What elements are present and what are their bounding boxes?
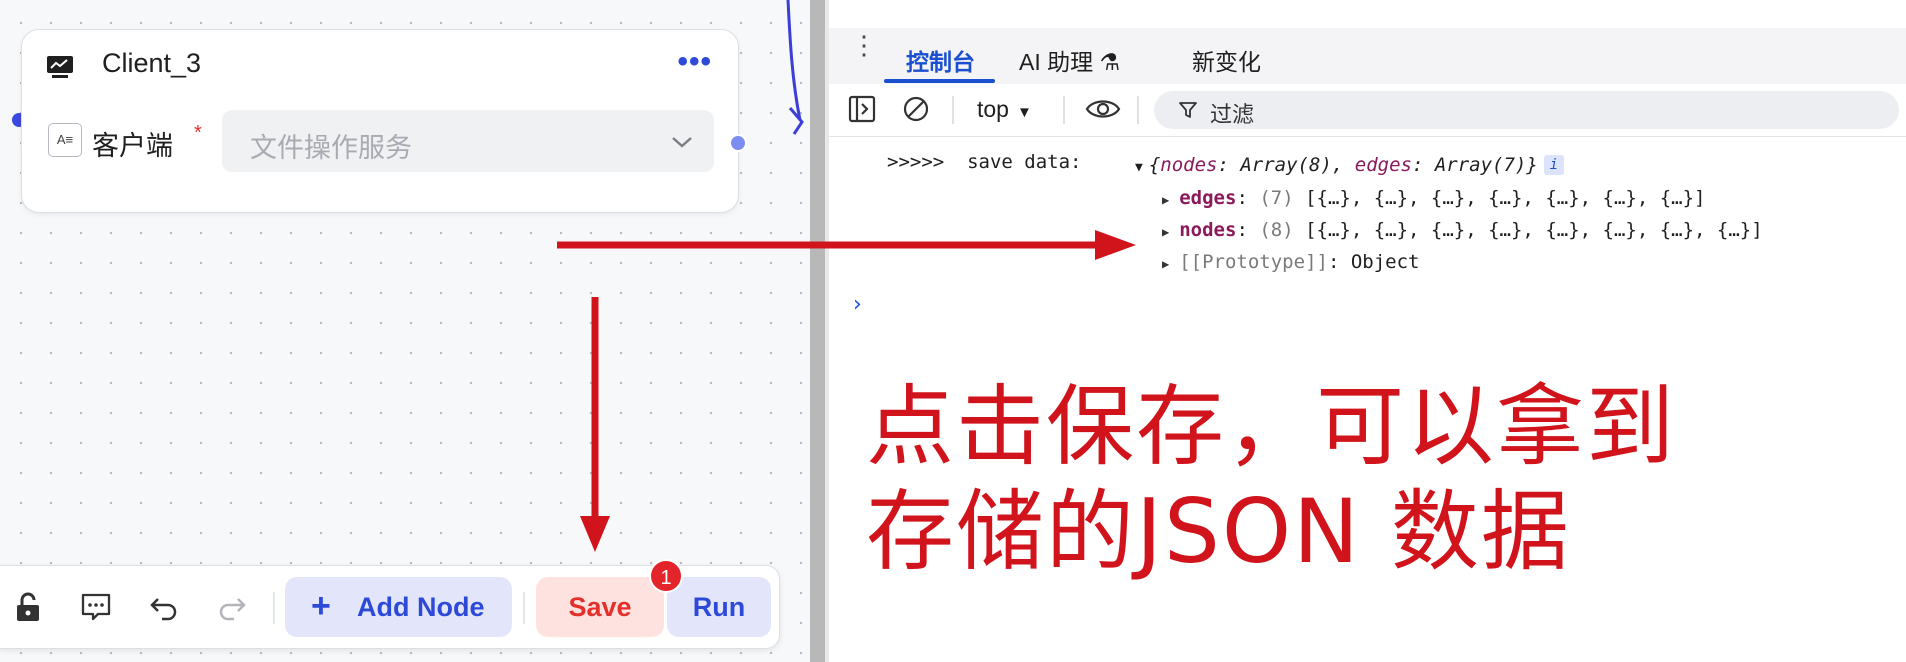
brace: { xyxy=(1148,154,1161,176)
property-count: (8) xyxy=(1259,219,1294,241)
required-indicator: * xyxy=(194,122,202,144)
filter-input[interactable]: 过滤 xyxy=(1154,91,1899,129)
connection-edge xyxy=(786,0,804,135)
summary-value: : Array(8), xyxy=(1217,154,1355,176)
flow-canvas[interactable]: Client_3 ••• A≡ 客户端 * 文件操作服务 xyxy=(0,0,810,662)
sidebar-toggle-icon[interactable] xyxy=(847,94,877,124)
devtools-top-strip xyxy=(829,0,1906,29)
panel-splitter-edge xyxy=(825,0,829,662)
prototype-key: [[Prototype]] xyxy=(1179,251,1328,273)
toolbar-divider xyxy=(1137,96,1139,124)
devtools-tabbar: ⋮ 控制台 AI 助理 ⚗ 新变化 xyxy=(829,28,1906,84)
filter-placeholder: 过滤 xyxy=(1210,102,1255,127)
property-value: Object xyxy=(1350,251,1420,273)
object-property-row[interactable]: ▶nodes: (8) [{…}, {…}, {…}, {…}, {…}, {…… xyxy=(1162,219,1763,241)
expand-triangle-icon: ▶ xyxy=(1162,257,1170,271)
redo-icon[interactable] xyxy=(216,591,248,623)
summary-key: edges xyxy=(1354,154,1412,176)
tab-ai-assistant[interactable]: AI 助理 ⚗ xyxy=(1019,49,1121,75)
toolbar-divider xyxy=(273,592,275,624)
summary-key: nodes xyxy=(1160,154,1218,176)
console-toolbar: top ▼ 过滤 xyxy=(829,84,1906,137)
client-field-label: 客户端 xyxy=(92,131,173,161)
log-message-prefix: >>>>> save data: xyxy=(887,151,1082,173)
service-select[interactable]: 文件操作服务 xyxy=(222,110,714,172)
add-node-label: Add Node xyxy=(357,592,485,622)
toolbar-divider xyxy=(523,592,525,624)
property-key: edges xyxy=(1179,187,1237,209)
expand-triangle-icon: ▶ xyxy=(1162,193,1170,207)
expand-caret-icon: ▼ xyxy=(1135,160,1143,175)
active-tab-indicator xyxy=(884,79,995,83)
toolbar-divider xyxy=(952,96,954,124)
monitor-chart-icon xyxy=(47,56,73,78)
node-title: Client_3 xyxy=(102,48,202,78)
panel-splitter[interactable] xyxy=(810,0,825,662)
unlock-icon[interactable] xyxy=(12,591,44,623)
tab-changes[interactable]: 新变化 xyxy=(1192,49,1261,75)
console-output: >>>>> save data: ▼{nodes: Array(8), edge… xyxy=(829,137,1906,662)
object-property-row[interactable]: ▶edges: (7) [{…}, {…}, {…}, {…}, {…}, {…… xyxy=(1162,187,1706,209)
run-button[interactable]: Run xyxy=(667,577,771,637)
property-count: (7) xyxy=(1259,187,1294,209)
console-prompt-icon[interactable]: › xyxy=(853,292,862,317)
object-property-row[interactable]: ▶[[Prototype]]: Object xyxy=(1162,251,1420,273)
plus-icon: + xyxy=(311,587,331,625)
info-icon[interactable]: i xyxy=(1543,155,1564,175)
expand-triangle-icon: ▶ xyxy=(1162,225,1170,239)
select-placeholder: 文件操作服务 xyxy=(250,133,412,163)
property-value: [{…}, {…}, {…}, {…}, {…}, {…}, {…}, {…}] xyxy=(1293,219,1763,241)
tab-console[interactable]: 控制台 xyxy=(906,49,975,75)
node-output-handle[interactable] xyxy=(729,134,747,152)
property-key: nodes xyxy=(1179,219,1237,241)
devtools-panel: ⋮ 控制台 AI 助理 ⚗ 新变化 top ▼ 过滤 xyxy=(829,0,1906,662)
clear-console-icon[interactable] xyxy=(901,94,931,124)
summary-value: : Array(7)} xyxy=(1411,154,1538,176)
dropdown-caret-icon: ▼ xyxy=(1016,104,1032,121)
object-summary[interactable]: ▼ {nodes: Array(8), edges: Array(7)}i xyxy=(1135,154,1564,176)
text-field-icon: A≡ xyxy=(48,123,82,157)
undo-icon[interactable] xyxy=(148,591,180,623)
filter-icon xyxy=(1179,102,1197,118)
context-selector[interactable]: top ▼ xyxy=(977,96,1032,123)
more-options-icon[interactable]: ••• xyxy=(677,45,712,78)
canvas-toolbar: + Add Node Save Run xyxy=(0,565,780,649)
toolbar-divider xyxy=(1063,96,1065,124)
client-node-card[interactable]: Client_3 ••• A≡ 客户端 * 文件操作服务 xyxy=(21,29,739,213)
chevron-down-icon xyxy=(672,137,692,148)
context-value: top xyxy=(977,96,1009,122)
comment-icon[interactable] xyxy=(80,591,112,623)
property-value: [{…}, {…}, {…}, {…}, {…}, {…}, {…}] xyxy=(1293,187,1706,209)
add-node-button[interactable]: + Add Node xyxy=(285,577,512,637)
run-label: Run xyxy=(692,592,746,622)
save-step-badge: 1 xyxy=(649,559,683,593)
kebab-menu-icon[interactable]: ⋮ xyxy=(851,30,877,60)
save-label: Save xyxy=(568,592,632,622)
eye-icon[interactable] xyxy=(1085,94,1121,124)
save-button[interactable]: Save xyxy=(536,577,664,637)
